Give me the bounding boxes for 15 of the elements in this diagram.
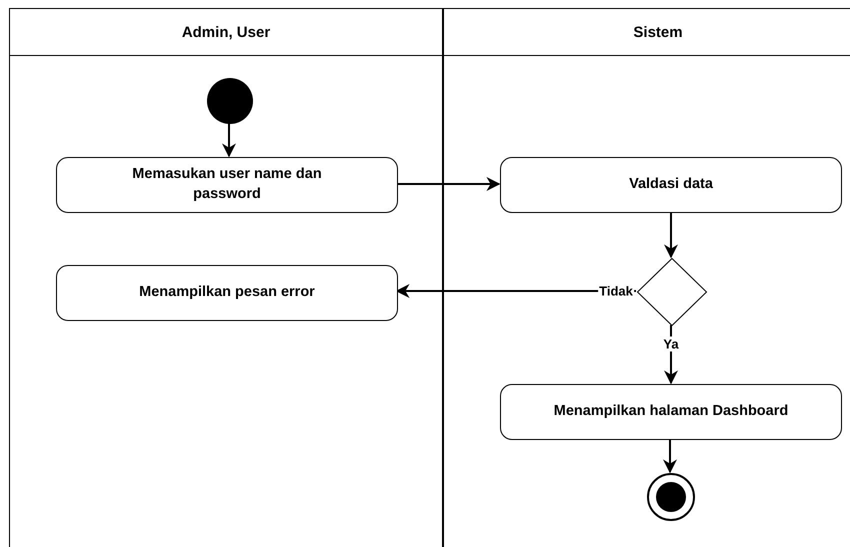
action-box: Menampilkan halaman Dashboard [500,384,842,440]
arrow [663,439,677,474]
lane-title: Admin, User [182,24,270,40]
arrow [222,123,236,158]
action-box: Menampilkan pesan error [56,265,398,321]
arrow [664,212,678,258]
edge-label: Ya [662,336,680,352]
edge-label: Tidak [598,284,634,298]
swimlane [443,8,850,547]
swimlane [9,8,443,547]
action-box: Valdasi data [500,157,842,213]
arrow [664,325,678,384]
lane-title: Sistem [633,24,683,40]
action-box: Memasukan user name dan password [56,157,398,213]
arrow [397,177,500,191]
